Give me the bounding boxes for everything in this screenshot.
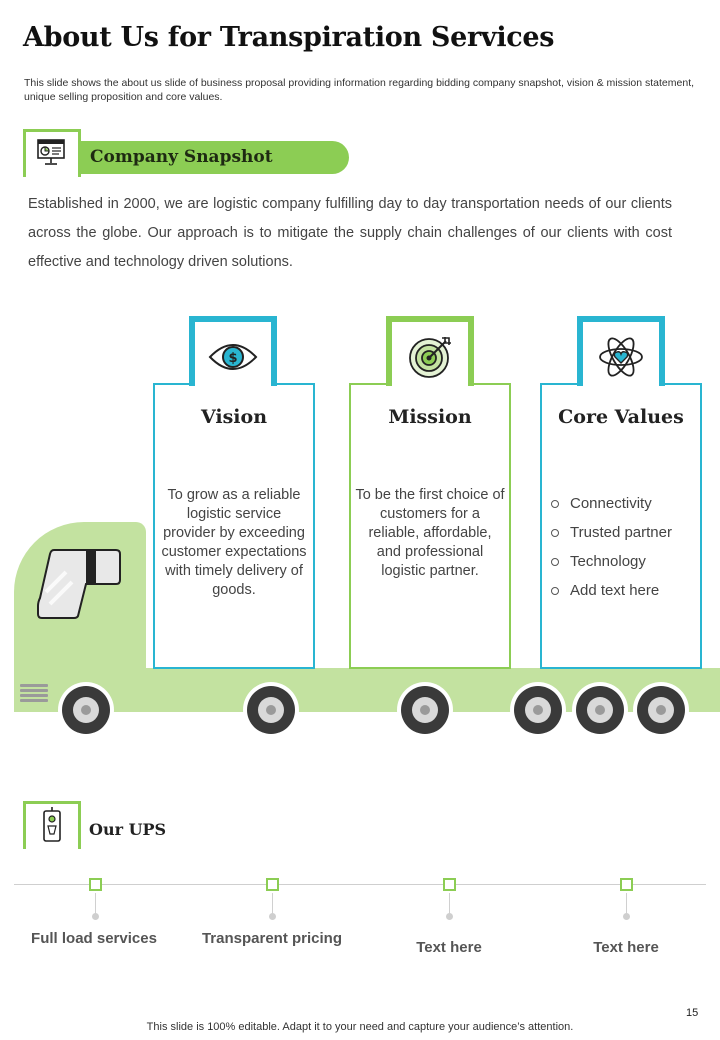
truck-wheel: [633, 682, 689, 738]
bullet-icon: [551, 586, 559, 595]
ups-item-text-4: Text here: [593, 939, 659, 956]
snapshot-header-bar: [28, 141, 349, 174]
ups-item-full-load: Full load services: [31, 930, 157, 947]
mission-title: Mission: [388, 406, 472, 428]
truck-wheel: [243, 682, 299, 738]
truck-window-icon: [37, 549, 121, 619]
truck-wheel: [572, 682, 628, 738]
ups-dot: [623, 913, 630, 920]
ups-connector: [95, 893, 96, 917]
core-values-title: Core Values: [558, 406, 684, 428]
truck-wheel: [397, 682, 453, 738]
snapshot-icon-box: [23, 129, 81, 177]
snapshot-title: Company Snapshot: [90, 147, 273, 167]
ups-connector: [449, 893, 450, 917]
ups-marker: [89, 878, 102, 891]
page-number: 15: [686, 1007, 699, 1019]
ups-connector: [626, 893, 627, 917]
bullet-icon: [551, 528, 559, 537]
page-subtitle: This slide shows the about us slide of b…: [24, 77, 695, 103]
ups-marker: [620, 878, 633, 891]
page-title: About Us for Transpiration Services: [23, 22, 555, 53]
mission-text: To be the first choice of customers for …: [355, 487, 505, 579]
list-item: Technology: [551, 547, 711, 576]
ups-dot: [446, 913, 453, 920]
ups-marker: [443, 878, 456, 891]
ups-marker: [266, 878, 279, 891]
core-values-list: Connectivity Trusted partner Technology …: [551, 489, 711, 605]
truck-wheel: [510, 682, 566, 738]
bullet-icon: [551, 557, 559, 566]
ups-item-text-3: Text here: [416, 939, 482, 956]
ups-icon-box: [23, 801, 81, 849]
core-values-icon-tab: [577, 316, 665, 386]
core-values-panel: [540, 383, 702, 669]
snapshot-text: Established in 2000, we are logistic com…: [28, 196, 672, 270]
list-item: Trusted partner: [551, 518, 711, 547]
vision-title: Vision: [200, 406, 268, 428]
truck-wheel: [58, 682, 114, 738]
vision-icon-tab: $: [189, 316, 277, 386]
bullet-icon: [551, 499, 559, 508]
truck-grille: [20, 684, 48, 706]
ups-dot: [92, 913, 99, 920]
badge-icon: [43, 807, 61, 842]
target-icon: [409, 337, 451, 378]
truck-cab: [14, 522, 146, 712]
ups-dot: [269, 913, 276, 920]
atom-heart-icon: [599, 337, 643, 377]
ups-timeline: [14, 884, 706, 885]
vision-text: To grow as a reliable logistic service p…: [161, 487, 307, 598]
list-item: Connectivity: [551, 489, 711, 518]
presentation-screen-icon: [37, 139, 65, 165]
ups-title: Our UPS: [89, 820, 167, 839]
footer-note: This slide is 100% editable. Adapt it to…: [146, 1021, 574, 1033]
ups-item-transparent-pricing: Transparent pricing: [201, 930, 343, 947]
eye-dollar-icon: $: [208, 344, 258, 370]
ups-connector: [272, 893, 273, 917]
mission-icon-tab: [386, 316, 474, 386]
svg-text:$: $: [228, 351, 237, 366]
list-item: Add text here: [551, 576, 711, 605]
